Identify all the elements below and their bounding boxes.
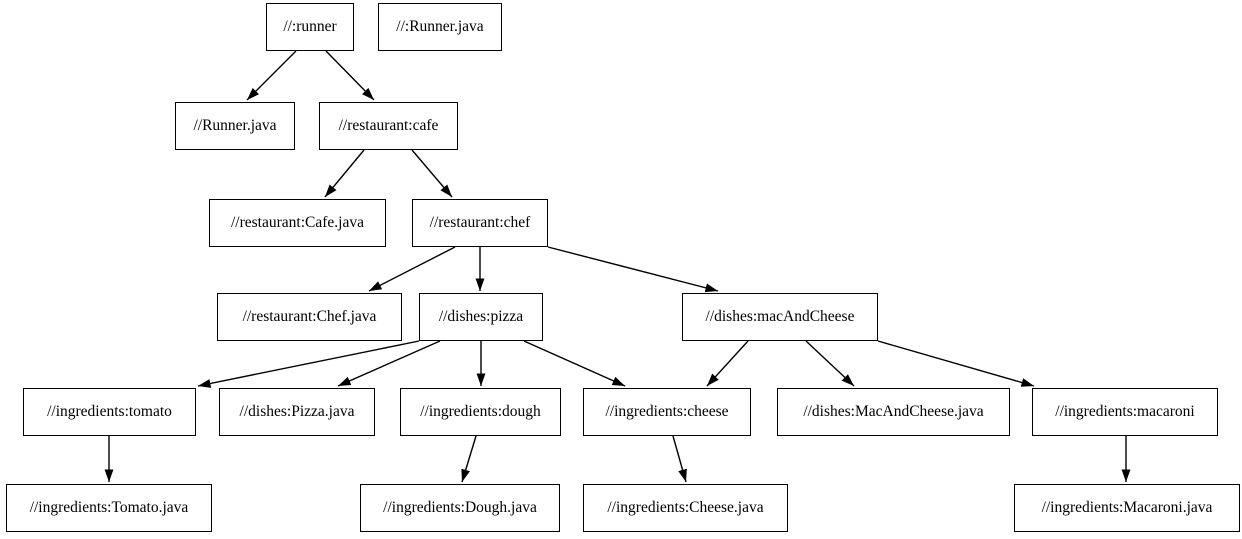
graph-node-label: //ingredients:cheese bbox=[605, 403, 729, 421]
graph-node-label: //dishes:MacAndCheese.java bbox=[803, 403, 984, 421]
graph-node-label: //ingredients:Macaroni.java bbox=[1041, 499, 1213, 517]
graph-node-label: //ingredients:Dough.java bbox=[383, 499, 537, 517]
graph-node-ing_doughjava[interactable]: //ingredients:Dough.java bbox=[360, 484, 560, 532]
graph-node-runner[interactable]: //:runner bbox=[266, 3, 354, 51]
graph-node-ing_tomatojava[interactable]: //ingredients:Tomato.java bbox=[6, 484, 212, 532]
graph-edge-dishes_pizza-to-ing_tomato bbox=[197, 340, 420, 388]
graph-node-label: //dishes:Pizza.java bbox=[239, 403, 355, 421]
graph-node-restaurant_chefjava[interactable]: //restaurant:Chef.java bbox=[217, 293, 402, 341]
graph-edge-restaurant_cafe-to-restaurant_chef bbox=[411, 149, 453, 198]
graph-node-label: //ingredients:Tomato.java bbox=[29, 499, 189, 517]
graph-node-runner_java_root[interactable]: //:Runner.java bbox=[378, 3, 502, 51]
graph-node-label: //ingredients:Cheese.java bbox=[607, 499, 764, 517]
graph-node-dishes_macjava[interactable]: //dishes:MacAndCheese.java bbox=[777, 388, 1010, 436]
graph-node-ing_cheese[interactable]: //ingredients:cheese bbox=[583, 388, 751, 436]
graph-node-label: //restaurant:Cafe.java bbox=[231, 214, 364, 232]
graph-node-ing_macaronijava[interactable]: //ingredients:Macaroni.java bbox=[1014, 484, 1240, 532]
graph-node-ing_tomato[interactable]: //ingredients:tomato bbox=[23, 388, 196, 436]
graph-node-runner_java[interactable]: //Runner.java bbox=[175, 102, 295, 150]
graph-edge-dishes_mac-to-dishes_macjava bbox=[805, 340, 855, 387]
graph-node-label: //ingredients:dough bbox=[420, 403, 541, 421]
graph-edge-dishes_mac-to-ing_cheese bbox=[706, 340, 749, 387]
graph-node-label: //:Runner.java bbox=[396, 18, 484, 36]
graph-node-restaurant_chef[interactable]: //restaurant:chef bbox=[412, 199, 548, 247]
graph-node-label: //ingredients:tomato bbox=[47, 403, 172, 421]
graph-edge-ing_dough-to-ing_doughjava bbox=[461, 435, 477, 483]
graph-edge-restaurant_cafe-to-restaurant_cafejava bbox=[324, 149, 365, 198]
graph-edge-restaurant_chef-to-dishes_mac bbox=[547, 246, 719, 293]
graph-node-label: //dishes:macAndCheese bbox=[705, 308, 855, 326]
graph-edge-runner-to-restaurant_cafe bbox=[325, 50, 375, 101]
graph-node-label: //dishes:pizza bbox=[438, 308, 524, 326]
graph-node-restaurant_cafe[interactable]: //restaurant:cafe bbox=[319, 102, 458, 150]
graph-edge-dishes_mac-to-ing_macaroni bbox=[877, 340, 1035, 387]
graph-edge-ing_cheese-to-ing_cheesejava bbox=[672, 435, 687, 483]
graph-edge-runner-to-runner_java bbox=[246, 50, 297, 101]
graph-node-ing_macaroni[interactable]: //ingredients:macaroni bbox=[1032, 388, 1218, 436]
graph-edge-restaurant_chef-to-restaurant_chefjava bbox=[368, 246, 456, 292]
graph-node-restaurant_cafejava[interactable]: //restaurant:Cafe.java bbox=[209, 199, 386, 247]
graph-node-label: //restaurant:cafe bbox=[338, 117, 439, 135]
graph-node-label: //:runner bbox=[283, 18, 337, 36]
graph-node-label: //restaurant:Chef.java bbox=[242, 308, 377, 326]
graph-node-dishes_pizzajava[interactable]: //dishes:Pizza.java bbox=[219, 388, 375, 436]
graph-node-ing_cheesejava[interactable]: //ingredients:Cheese.java bbox=[583, 484, 788, 532]
graph-node-ing_dough[interactable]: //ingredients:dough bbox=[400, 388, 561, 436]
graph-edge-dishes_pizza-to-ing_cheese bbox=[523, 340, 626, 387]
graph-node-dishes_pizza[interactable]: //dishes:pizza bbox=[419, 293, 543, 341]
graph-node-dishes_mac[interactable]: //dishes:macAndCheese bbox=[682, 293, 878, 341]
graph-edge-dishes_pizza-to-dishes_pizzajava bbox=[337, 340, 441, 387]
graph-node-label: //Runner.java bbox=[193, 117, 277, 135]
graph-node-label: //restaurant:chef bbox=[429, 214, 531, 232]
graph-node-label: //ingredients:macaroni bbox=[1055, 403, 1195, 421]
